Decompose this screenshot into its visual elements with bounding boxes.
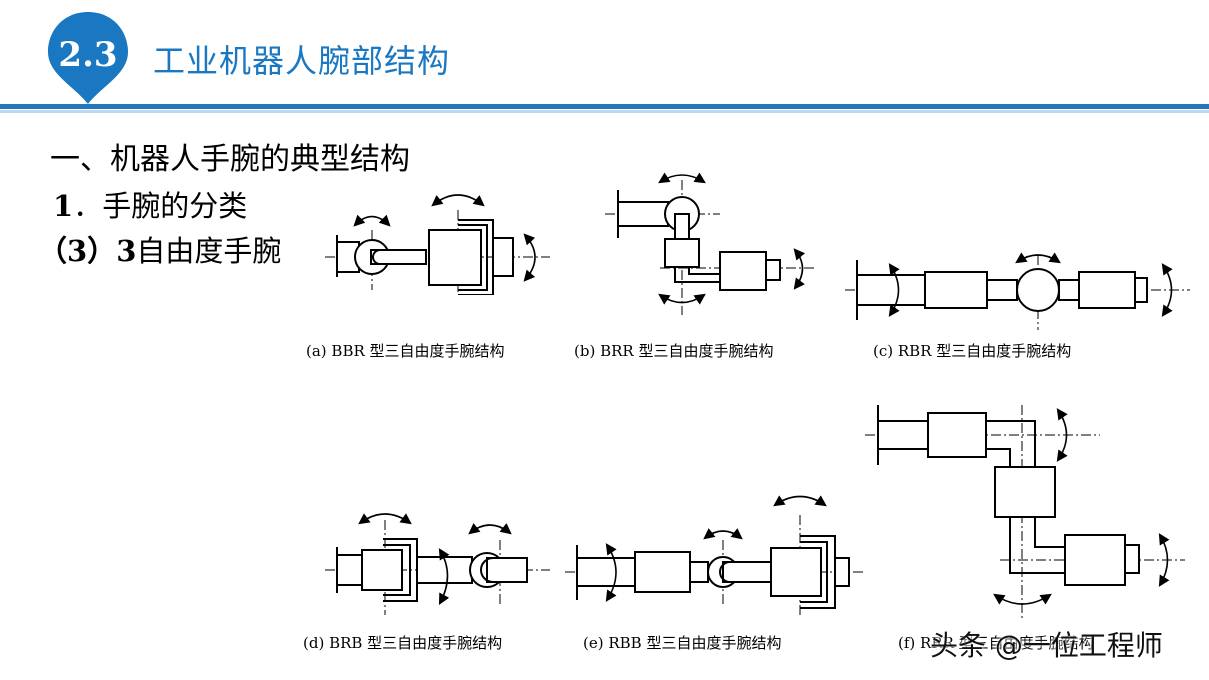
caption-rrr: (f) RRR 型三自由度手腕结构 (898, 634, 1094, 652)
caption-brb: (d) BRB 型三自由度手腕结构 (303, 634, 503, 652)
watermark: 头条 @一位工程师 (930, 629, 1163, 662)
caption-brr: (b) BRR 型三自由度手腕结构 (574, 342, 774, 360)
caption-rbb: (e) RBB 型三自由度手腕结构 (583, 634, 782, 652)
section-number: 2.3 (58, 35, 117, 75)
heading-3dof-wrist: （3）3自由度手腕 (38, 228, 281, 270)
caption-bbr: (a) BBR 型三自由度手腕结构 (306, 342, 505, 360)
diagram-brr-wrist (605, 172, 815, 315)
heading-3dof-prefix: （3） (38, 234, 117, 268)
page-title: 工业机器人腕部结构 (153, 42, 451, 80)
diagram-rbb-wrist (565, 495, 865, 618)
header-divider (0, 104, 1209, 109)
diagram-rbr-wrist (845, 252, 1190, 330)
diagram-brb-wrist (325, 513, 550, 615)
heading-3dof-text: 自由度手腕 (136, 234, 282, 268)
heading-classification-text: ．手腕的分类 (73, 189, 248, 223)
diagram-bbr-wrist (325, 194, 550, 295)
heading-3dof-number: 3 (116, 234, 137, 268)
caption-rbr: (c) RBR 型三自由度手腕结构 (873, 342, 1072, 360)
heading-typical-structure: 一、机器人手腕的典型结构 (50, 142, 410, 177)
heading-classification-number: 1 (53, 189, 74, 223)
diagram-rrr-wrist (865, 405, 1185, 620)
section-badge: 2.3 (48, 12, 128, 104)
header-divider-light (0, 110, 1209, 113)
heading-classification: 1．手腕的分类 (53, 183, 247, 225)
